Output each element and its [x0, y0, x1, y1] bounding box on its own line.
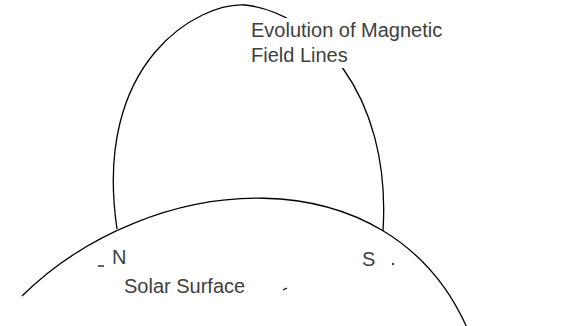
pole-label: S	[362, 247, 375, 272]
pole-label: N	[112, 245, 126, 270]
tick-mark	[392, 263, 394, 265]
tick-mark	[98, 265, 104, 266]
tick-mark	[283, 288, 287, 290]
title-label: Evolution of Magnetic Field Lines	[248, 18, 469, 68]
solar-surface-arc	[22, 198, 468, 326]
surface-label: Solar Surface	[124, 274, 245, 299]
